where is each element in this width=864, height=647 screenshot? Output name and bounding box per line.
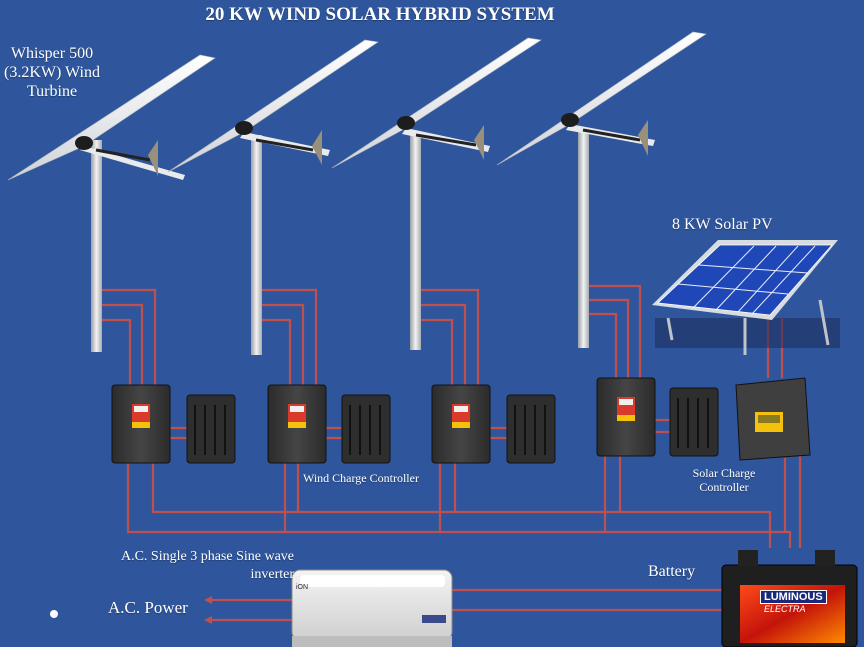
dump-load-1 <box>186 394 236 464</box>
wind-charge-controller-label: Wind Charge Controller <box>303 471 419 485</box>
inverter <box>291 569 453 647</box>
wind-turbine-label: Whisper 500 (3.2KW) Wind Turbine <box>4 45 100 100</box>
battery-brand-mark: LUMINOUS <box>760 590 827 604</box>
inverter-brand-mark: iON <box>296 584 309 591</box>
ac-arrows <box>204 596 212 624</box>
dump-load-3 <box>506 394 556 464</box>
inverter-label: A.C. Single 3 phase Sine wave inverter <box>120 549 294 582</box>
battery-label: Battery <box>648 563 696 580</box>
wind-charge-controller-2 <box>267 384 327 464</box>
wind-charge-controller-4 <box>596 377 656 457</box>
diagram-title: 20 KW WIND SOLAR HYBRID SYSTEM <box>205 4 555 25</box>
solar-charge-controller <box>735 377 811 461</box>
bullet-dot <box>50 610 58 618</box>
dump-load-2 <box>341 394 391 464</box>
solar-charge-controller-label: Solar Charge Controller <box>692 466 756 494</box>
dump-load-4 <box>669 387 719 457</box>
wind-charge-controller-3 <box>431 384 491 464</box>
ac-power-label: A.C. Power <box>108 598 188 617</box>
wind-turbine-2 <box>167 39 379 355</box>
solar-pv-label: 8 KW Solar PV <box>672 216 773 233</box>
battery <box>721 550 858 647</box>
solar-panel <box>652 240 840 355</box>
wiring <box>97 284 802 622</box>
wind-turbine-4 <box>496 31 707 348</box>
wind-turbine-1 <box>7 54 216 352</box>
wind-turbine-3 <box>331 37 542 350</box>
wind-charge-controller-1 <box>111 384 171 464</box>
battery-model-mark: ELECTRA <box>764 604 806 614</box>
